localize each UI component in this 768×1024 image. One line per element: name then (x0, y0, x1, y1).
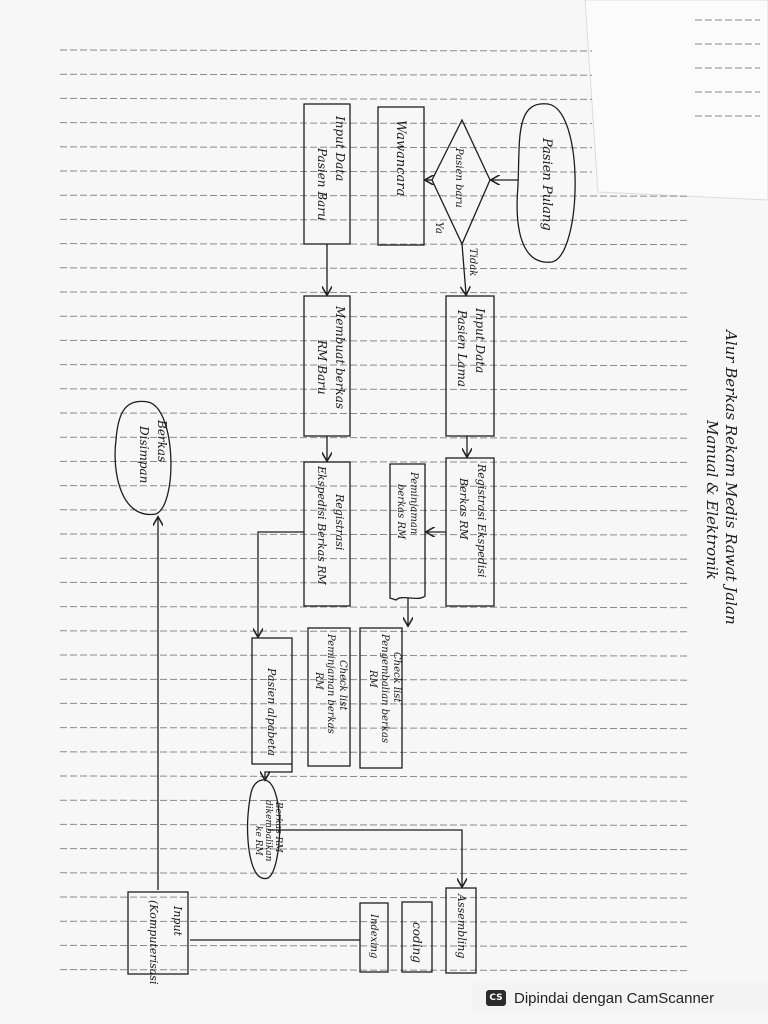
ruled-line (59, 678, 691, 681)
pasien-alpabeta-box (251, 637, 293, 765)
ruled-line (59, 775, 691, 778)
ruled-lines (59, 19, 760, 972)
ruled-line (59, 702, 691, 705)
ruled-line (59, 969, 691, 972)
input-lama-line2: Pasien Lama (455, 309, 469, 387)
indexing-label: Indexing (368, 913, 379, 958)
berkas-disimpan-line2: Disimpan (137, 425, 151, 483)
checklist-peminjaman-line3: RM (313, 671, 324, 691)
checklist-pengembalian-box (359, 627, 403, 769)
ruled-line (59, 146, 593, 149)
ruled-line (59, 727, 691, 730)
berkas-dikembalikan-node (246, 779, 281, 880)
peminjaman-line2: berkas RM (395, 484, 406, 540)
berkas-dikembalikan-line1: Berkas RM (273, 801, 283, 853)
ruled-line (59, 412, 691, 415)
registrasi-lama-line2: Berkas RM (457, 477, 470, 540)
berkas-disimpan-line1: Berkas (155, 419, 169, 462)
checklist-peminjaman-line1: Check list (337, 660, 348, 711)
ruled-line (59, 364, 691, 367)
wawancara-label: Wawancara (393, 120, 408, 196)
pasien-baru-label: Pasien baru (453, 147, 464, 208)
ruled-line (59, 557, 691, 560)
ruled-line (59, 194, 691, 197)
ruled-line (59, 460, 691, 463)
ruled-line (59, 218, 691, 221)
ruled-line (59, 436, 691, 439)
ya-label: Ya (433, 222, 444, 234)
ruled-line (59, 509, 691, 512)
ruled-line (59, 654, 691, 657)
camscanner-logo-icon: CS (486, 990, 506, 1006)
pasien-pulang-node (516, 103, 576, 263)
ruled-line (59, 872, 691, 875)
ruled-line (59, 533, 691, 536)
registrasi-lama-line1: Registrasi Ekspedisi (475, 463, 488, 578)
ruled-line (59, 122, 593, 125)
checklist-peminjaman-line2: Peminjaman berkas (325, 633, 336, 734)
berkas-dikembalikan-line2: dikembalikan (263, 800, 273, 862)
registrasi-baru-line1: Registrasi (333, 493, 346, 550)
ruled-line (59, 97, 593, 100)
ruled-line (59, 267, 691, 270)
input-baru-line1: Input Data (333, 115, 347, 181)
checklist-pengembalian-line3: RM (367, 669, 378, 689)
input-komputer-box (127, 891, 189, 975)
tidak-label: Tidak (467, 248, 478, 276)
ruled-line (59, 388, 691, 391)
ruled-line (59, 896, 691, 899)
input-baru-line2: Pasien Baru (315, 147, 329, 221)
ruled-line (59, 799, 691, 802)
camscanner-text: Dipindai dengan CamScanner (514, 989, 715, 1007)
ruled-line (59, 315, 691, 318)
ruled-line (59, 49, 593, 52)
camscanner-watermark: CS Dipindai dengan CamScanner (472, 982, 768, 1014)
checklist-pengembalian-line2: Pengembalian berkas (379, 633, 390, 743)
ruled-line (59, 848, 691, 851)
ruled-line (59, 485, 691, 488)
ruled-line (59, 751, 691, 754)
ruled-line (59, 291, 691, 294)
membuat-berkas-line2: RM Baru (315, 339, 329, 395)
coding-label: coding (410, 922, 424, 963)
checklist-pengembalian-line1: Check list (391, 652, 402, 703)
ruled-line (59, 243, 691, 246)
coding-box (401, 901, 433, 973)
ruled-line (59, 823, 691, 826)
membuat-berkas-line1: Membuat berkas (333, 305, 347, 409)
berkas-disimpan-node (114, 400, 172, 515)
pasien-alpabeta-label: Pasien alpabeta (265, 667, 278, 756)
diagram-title: Alur Berkas Rekam Medis Rawat Jalan (722, 328, 740, 625)
input-komputer-line2: (Komputerisasi (147, 900, 160, 984)
ruled-line (59, 581, 691, 584)
pasien-pulang-label: Pasien Pulang (539, 137, 554, 231)
checklist-peminjaman-box (307, 627, 351, 767)
berkas-dikembalikan-line3: ke RM (253, 826, 263, 856)
assembling-label: Assembling (455, 893, 468, 958)
registrasi-baru-line2: Ekspedisi Berkas RM (315, 465, 328, 586)
peminjaman-line1: Peminjaman (408, 471, 419, 534)
ruled-line (59, 170, 593, 173)
ruled-line (59, 606, 691, 609)
ruled-line (59, 630, 691, 633)
diagram-subtitle: Manual & Elektronik (703, 419, 721, 580)
ruled-line (59, 944, 691, 947)
indexing-box (359, 902, 389, 973)
input-lama-line1: Input Data (473, 307, 487, 373)
peminjaman-box (389, 463, 426, 601)
input-komputer-line1: Input (171, 905, 184, 937)
ruled-line (59, 73, 593, 76)
ruled-line (59, 339, 691, 342)
ruled-line (59, 920, 691, 923)
